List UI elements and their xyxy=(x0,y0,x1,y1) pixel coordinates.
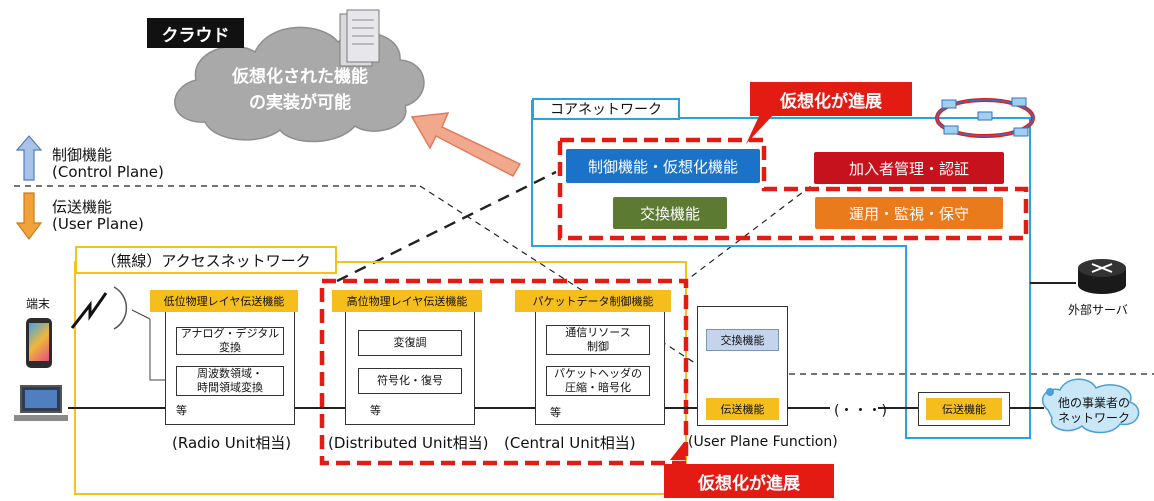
radio-link-icon xyxy=(70,286,128,330)
subscriber-auth-function: 加入者管理・認証 xyxy=(814,152,1004,184)
cloud-line-1: 仮想化された機能 xyxy=(232,66,368,87)
access-network-title: （無線）アクセスネットワーク xyxy=(75,246,337,274)
cu-etc: 等 xyxy=(550,406,561,419)
ring-network-icon xyxy=(935,97,1035,138)
smartphone-icon xyxy=(26,318,52,368)
terminal-label: 端末 xyxy=(26,297,51,311)
cu-item-resource: 通信リソース 制御 xyxy=(546,325,650,355)
virtualization-arrow xyxy=(410,112,522,177)
laptop-icon xyxy=(14,385,68,423)
ru-item-adc: アナログ・デジタル 変換 xyxy=(176,327,284,355)
access-virtualization-tag: 仮想化が進展 xyxy=(664,464,834,498)
du-head: 高位物理レイヤ伝送機能 xyxy=(332,290,482,312)
core-network-title: コアネットワーク xyxy=(532,98,680,120)
distributed-unit-box xyxy=(345,291,475,425)
router-icon xyxy=(1078,259,1126,294)
other-network-cloud xyxy=(1042,378,1140,434)
ru-head: 低位物理レイヤ伝送機能 xyxy=(150,290,298,312)
central-unit-box xyxy=(535,291,665,425)
user-plane-arrow-icon xyxy=(15,192,43,240)
core-tag-pointer xyxy=(746,114,774,144)
cloud-line-2: の実装が可能 xyxy=(249,92,351,113)
oam-function: 運用・監視・保守 xyxy=(815,197,1003,229)
control-plane-label: 制御機能 xyxy=(52,146,113,164)
control-plane-sub: (Control Plane) xyxy=(52,163,164,181)
control-virtualization-function: 制御機能・仮想化機能 xyxy=(566,149,760,183)
access-tag-pointer xyxy=(670,442,686,460)
ellipsis-dots: (・・・) xyxy=(834,403,887,419)
ru-item-domain: 周波数領域・ 時間領域変換 xyxy=(176,366,284,396)
ru-etc: 等 xyxy=(176,404,187,417)
external-server-label: 外部サーバ xyxy=(1068,303,1128,317)
cu-item-header: パケットヘッダの 圧縮・暗号化 xyxy=(546,366,650,396)
user-plane-sub: (User Plane) xyxy=(52,215,144,233)
radio-unit-box xyxy=(165,291,295,425)
transport-node-label: 伝送機能 xyxy=(926,398,1002,420)
core-virtualization-tag: 仮想化が進展 xyxy=(750,82,912,116)
cu-label: (Central Unit相当) xyxy=(504,434,636,452)
du-item-coding: 符号化・復号 xyxy=(358,368,462,394)
core-switching-function: 交換機能 xyxy=(613,197,727,229)
control-plane-arrow-icon xyxy=(15,135,43,181)
du-label: (Distributed Unit相当) xyxy=(328,434,489,452)
du-item-modulation: 変復調 xyxy=(358,330,462,356)
upf-switch: 交換機能 xyxy=(706,329,779,351)
cloud-tag: クラウド xyxy=(147,18,244,48)
upf-trans: 伝送機能 xyxy=(706,398,779,420)
other-operator-network: 他の事業者の ネットワーク xyxy=(1057,396,1130,425)
server-stack-icon xyxy=(339,9,380,67)
cu-head: パケットデータ制御機能 xyxy=(515,290,671,312)
upf-label: (User Plane Function) xyxy=(688,434,838,450)
ru-label: (Radio Unit相当) xyxy=(172,434,292,452)
du-etc: 等 xyxy=(370,404,381,417)
user-plane-label: 伝送機能 xyxy=(52,198,113,216)
